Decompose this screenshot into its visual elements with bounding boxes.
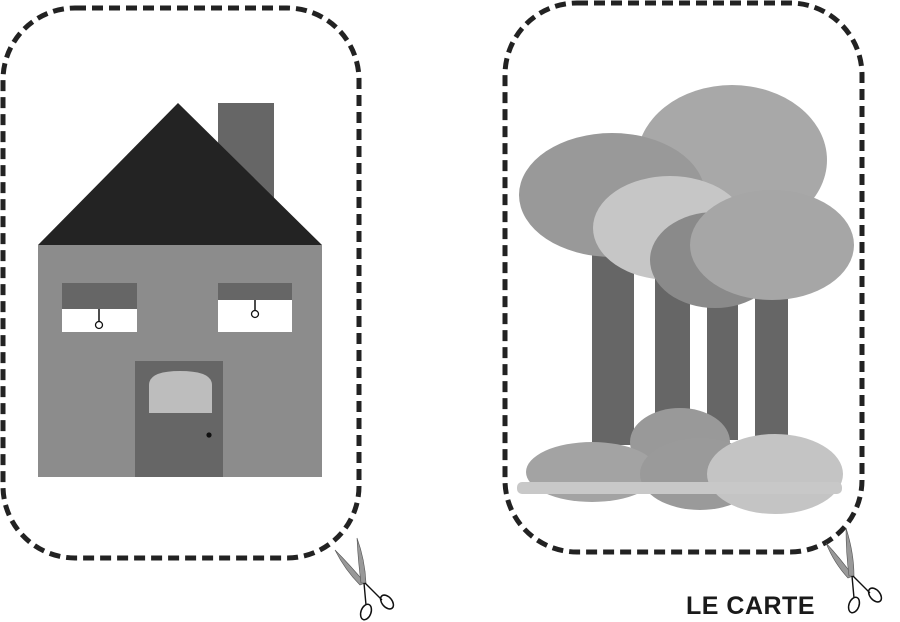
- tree-crowns: [519, 85, 854, 308]
- window-left: [62, 283, 137, 332]
- scissors-icon: [334, 537, 395, 621]
- ground: [517, 482, 842, 494]
- cut-line-border: [502, 0, 865, 555]
- cut-line-border: [0, 5, 362, 561]
- scissors-icon: [825, 527, 883, 614]
- trees-card: [502, 0, 883, 614]
- caption-title: LE CARTE: [686, 592, 815, 620]
- window-right: [218, 283, 292, 332]
- house-card: [0, 5, 395, 621]
- door: [135, 361, 223, 477]
- bushes: [526, 408, 843, 514]
- roof: [38, 103, 322, 245]
